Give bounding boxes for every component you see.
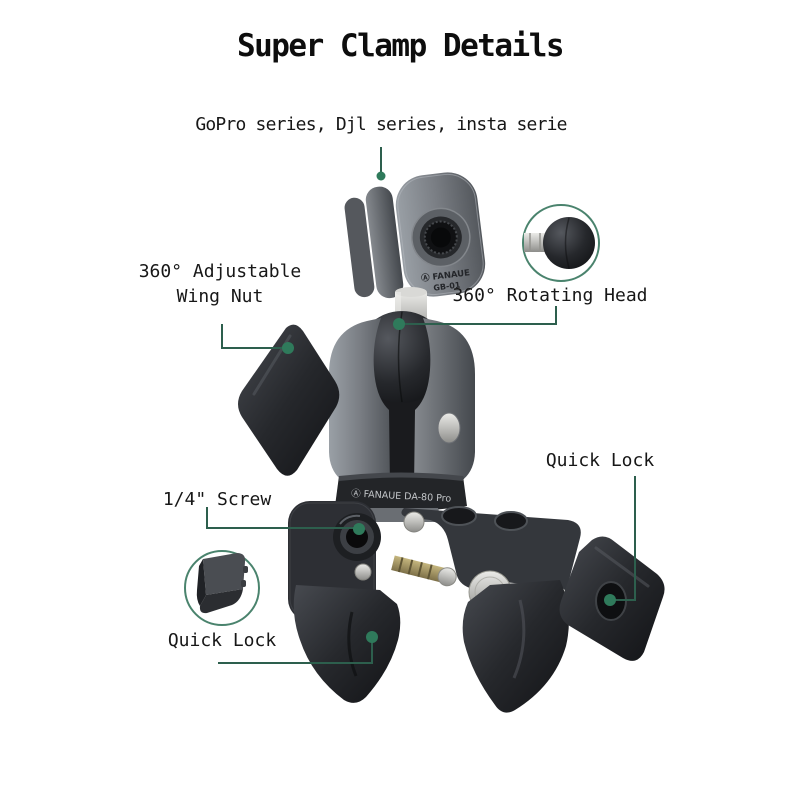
callout-line-quick-lock-right: [613, 476, 636, 601]
callout-dot-quarter-screw: [353, 523, 365, 535]
rotating-head-label: 360° Rotating Head: [452, 285, 648, 306]
callout-dot-quick-lock-left: [366, 631, 378, 643]
gopro-mount: Ⓐ FANAUE GB-01: [344, 172, 486, 299]
mount-model-engraving: GB-01: [433, 280, 461, 292]
callout-line-quarter-screw: [206, 507, 356, 529]
adjusting-screw: [391, 555, 457, 587]
callout-dot-wing-nut: [282, 342, 294, 354]
callout-dot-quick-lock-right: [604, 594, 616, 606]
clamp-jaw-right: [462, 580, 569, 713]
callout-lines: [206, 147, 636, 664]
mount-fin-back: [344, 197, 375, 298]
rotating-head-inset: [522, 204, 600, 282]
quick-lock-left-label: Quick Lock: [167, 630, 277, 651]
quick-lock-inset: [184, 550, 260, 626]
callout-dot-rotating-head: [393, 318, 405, 330]
callout-line-wing-nut: [221, 324, 284, 349]
wing-nut-label: 360° Adjustable Wing Nut: [100, 259, 340, 309]
quarter-screw-label: 1/4" Screw: [162, 489, 272, 510]
callout-dot-compatibility: [376, 171, 386, 181]
super-clamp-body: [288, 501, 581, 713]
top-mount-hole: [441, 506, 477, 526]
page-title: Super Clamp Details: [236, 28, 565, 64]
callout-dots: [282, 171, 616, 643]
rotating-ball: [356, 311, 448, 403]
top-mount-hole-2: [494, 511, 528, 531]
compatibility-label: GoPro series, Djl series, insta serie: [195, 114, 567, 135]
rivet: [354, 563, 372, 581]
wing-nut-label-line2: Wing Nut: [176, 286, 264, 307]
callout-line-rotating-head: [402, 306, 557, 325]
collar-engraving: Ⓐ FANAUE DA-80 Pro: [351, 488, 452, 504]
callout-line-quick-lock-left: [218, 640, 373, 664]
side-button: [437, 412, 461, 444]
mount-fin-mid: [365, 186, 404, 299]
hinge-rivet: [403, 511, 425, 533]
inset-ball: [543, 217, 595, 269]
wing-nut-label-line1: 360° Adjustable: [138, 261, 302, 282]
quarter-inch-screw-hole: [333, 513, 381, 561]
clamp-jaw-left: [293, 585, 401, 703]
ball-head-housing: [329, 311, 475, 490]
quick-lock-right-label: Quick Lock: [545, 450, 655, 471]
